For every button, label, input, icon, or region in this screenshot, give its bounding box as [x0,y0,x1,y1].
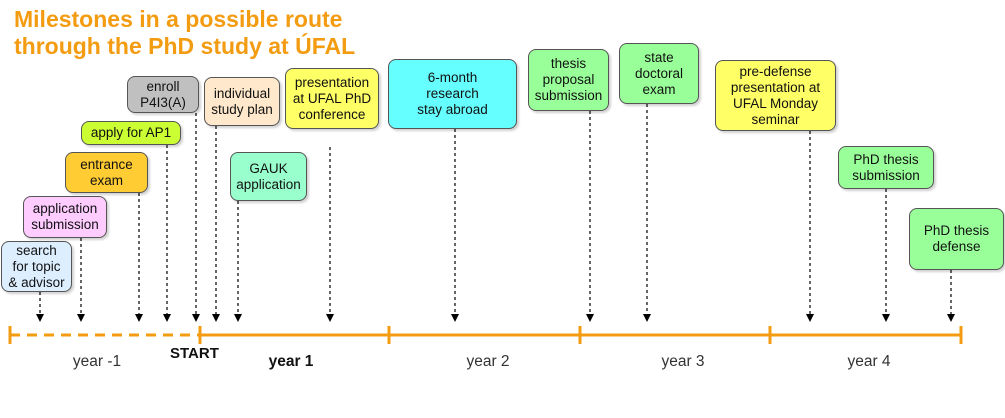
year4-label: year 4 [847,353,891,370]
year-minus1-label: year -1 [72,353,122,370]
milestone-gauk-application: GAUK application [230,152,307,201]
year2-label: year 2 [466,353,510,370]
milestone-arrows [36,104,955,322]
milestone-presentation-conference: presentation at UFAL PhD conference [285,68,379,129]
year1-label: year 1 [268,353,314,370]
milestone-search-topic: search for topic & advisor [1,241,72,292]
milestone-entrance-exam: entrance exam [65,152,148,193]
milestone-state-doctoral-exam: state doctoral exam [619,43,699,104]
milestone-enroll: enroll P4I3(A) [127,76,199,113]
milestone-application-submission: application submission [23,196,107,238]
milestone-apply-ap1: apply for AP1 [81,121,181,145]
diagram-title: Milestones in a possible route through t… [14,6,355,60]
milestone-thesis-submission: PhD thesis submission [838,146,934,189]
milestone-thesis-defense: PhD thesis defense [909,208,1004,270]
title-line-2: through the PhD study at ÚFAL [14,33,356,59]
title-line-1: Milestones in a possible route [14,6,343,32]
milestone-individual-study-plan: individual study plan [204,77,280,126]
milestone-research-stay-abroad: 6-month research stay abroad [388,59,517,129]
year3-label: year 3 [661,353,705,370]
milestone-thesis-proposal: thesis proposal submission [528,49,609,111]
milestone-pre-defense: pre-defense presentation at UFAL Monday … [715,60,836,131]
start-label: START [170,345,219,362]
timeline-axis [8,326,963,344]
